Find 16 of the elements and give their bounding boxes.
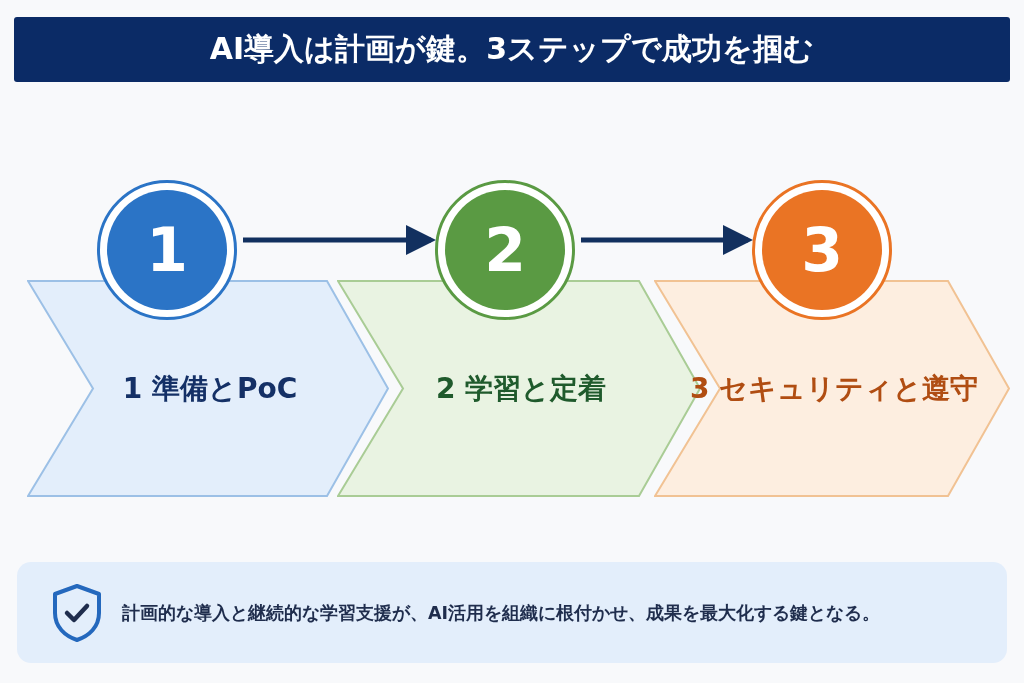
step-number: 2 [484, 215, 526, 285]
step-number: 1 [146, 215, 188, 285]
step-label: 3 セキュリティと遵守 [689, 370, 979, 407]
chevron-step [27, 280, 389, 497]
step-number: 3 [801, 215, 843, 285]
step-number-circle [752, 180, 892, 320]
title-banner: AI導入は計画が鍵。3ステップで成功を掴む [14, 17, 1010, 82]
step-label: 1 準備とPoC [122, 370, 298, 407]
summary-text: 計画的な導入と継続的な学習支援が、AI活用を組織に根付かせ、成果を最大化する鍵となる。 [122, 601, 881, 625]
step-number-circle [435, 180, 575, 320]
chevron-step [654, 280, 1010, 497]
step-number-circle [97, 180, 237, 320]
arrow [581, 225, 753, 255]
summary-panel [17, 562, 1007, 663]
step-label: 2 学習と定着 [435, 370, 607, 407]
arrow [243, 225, 436, 255]
